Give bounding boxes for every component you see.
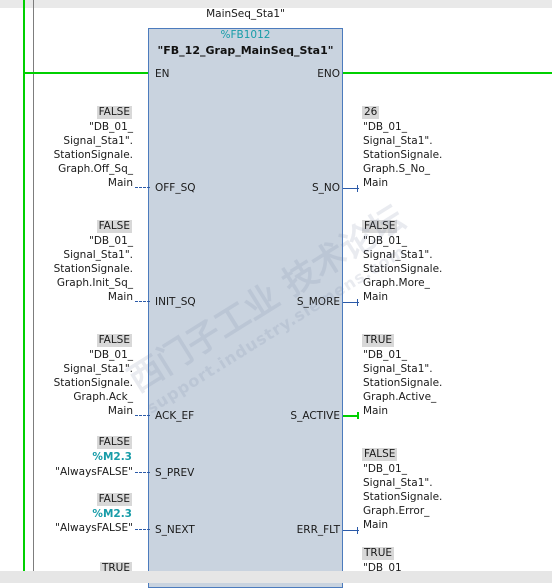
operand-line: Main — [363, 177, 389, 189]
pin-s-prev[interactable]: S_PREV — [155, 467, 195, 479]
operand-line: "DB_01_ — [89, 235, 133, 247]
input-value-s-prev: FALSE — [96, 436, 132, 449]
output-value-s-no: 26 — [362, 106, 380, 119]
operand-line: Signal_Sta1". — [63, 135, 133, 147]
input-value-s-next: FALSE — [96, 493, 132, 506]
operand-line: "DB_01_ — [89, 121, 133, 133]
input-value-ack-ef: FALSE — [96, 334, 132, 347]
operand-line: "AlwaysFALSE" — [55, 466, 133, 478]
pin-s-more[interactable]: S_MORE — [296, 296, 340, 308]
operand-line: Signal_Sta1". — [363, 363, 433, 375]
operand-line: StationSignale. — [363, 149, 443, 161]
input-operand-ack-ef[interactable]: "DB_01_ Signal_Sta1". StationSignale. Gr… — [54, 348, 133, 418]
operand-line: StationSignale. — [363, 263, 443, 275]
operand-line: Graph.Active_ — [363, 391, 437, 403]
pin-off-sq[interactable]: OFF_SQ — [155, 182, 196, 194]
instance-db-name[interactable]: MainSeq_Sta1" — [206, 8, 285, 20]
operand-line: Signal_Sta1". — [363, 135, 433, 147]
operand-line: Signal_Sta1". — [63, 249, 133, 261]
bottom-scroll-strip[interactable] — [0, 571, 552, 583]
operand-line: Signal_Sta1". — [63, 363, 133, 375]
pin-ack-ef[interactable]: ACK_EF — [155, 410, 195, 422]
pin-init-sq[interactable]: INIT_SQ — [155, 296, 196, 308]
block-name[interactable]: "FB_12_Grap_MainSeq_Sta1" — [157, 44, 334, 57]
output-wire-s-no — [343, 188, 359, 189]
operand-line: "DB_01_ — [363, 235, 407, 247]
pin-en[interactable]: EN — [155, 68, 170, 80]
operand-line: "DB_01_ — [363, 349, 407, 361]
operand-line: Graph.Init_Sq_ — [56, 277, 133, 289]
input-address-s-next[interactable]: %M2.3 — [92, 508, 132, 520]
top-scroll-strip — [0, 0, 552, 8]
output-operand-s-more[interactable]: "DB_01_ Signal_Sta1". StationSignale. Gr… — [363, 234, 442, 304]
operand-line: StationSignale. — [363, 491, 443, 503]
output-operand-s-active[interactable]: "DB_01_ Signal_Sta1". StationSignale. Gr… — [363, 348, 442, 418]
output-tick-s-active — [357, 412, 359, 419]
input-value-init-sq: FALSE — [96, 220, 132, 233]
operand-line: "AlwaysFALSE" — [55, 522, 133, 534]
input-operand-s-next[interactable]: "AlwaysFALSE" — [55, 521, 133, 535]
input-wire-s-next — [135, 529, 150, 530]
input-address-s-prev[interactable]: %M2.3 — [92, 451, 132, 463]
input-wire-s-prev — [135, 472, 150, 473]
operand-line: "DB_01_ — [89, 349, 133, 361]
power-rail — [23, 0, 25, 571]
output-tick-s-more — [357, 299, 358, 306]
block-number: %FB1012 — [220, 29, 271, 41]
output-wire-s-active — [343, 415, 359, 417]
input-operand-s-prev[interactable]: "AlwaysFALSE" — [55, 465, 133, 479]
function-block[interactable] — [148, 28, 343, 588]
operand-line: "DB_01_ — [363, 463, 407, 475]
operand-line: StationSignale. — [53, 263, 133, 275]
operand-line: "DB_01_ — [363, 121, 407, 133]
input-wire-off-sq — [135, 187, 150, 188]
eno-wire — [343, 72, 552, 74]
pin-s-active[interactable]: S_ACTIVE — [290, 410, 340, 422]
operand-line: StationSignale. — [53, 149, 133, 161]
network-boundary — [33, 0, 34, 571]
input-operand-off-sq[interactable]: "DB_01_ Signal_Sta1". StationSignale. Gr… — [54, 120, 133, 190]
output-operand-err-flt[interactable]: "DB_01_ Signal_Sta1". StationSignale. Gr… — [363, 462, 442, 532]
operand-line: Graph.Off_Sq_ — [58, 163, 133, 175]
operand-line: Main — [107, 177, 133, 189]
en-wire — [25, 72, 148, 74]
operand-line: Main — [107, 405, 133, 417]
operand-line: Main — [363, 291, 389, 303]
operand-line: Graph.Error_ — [363, 505, 430, 517]
input-wire-init-sq — [135, 301, 150, 302]
operand-line: Signal_Sta1". — [363, 477, 433, 489]
operand-line: Main — [363, 405, 389, 417]
output-value-next: TRUE — [362, 547, 395, 560]
output-value-s-active: TRUE — [362, 334, 395, 347]
output-operand-s-no[interactable]: "DB_01_ Signal_Sta1". StationSignale. Gr… — [363, 120, 442, 190]
output-wire-err-flt — [343, 530, 359, 531]
input-value-off-sq: FALSE — [96, 106, 132, 119]
operand-line: Signal_Sta1". — [363, 249, 433, 261]
pin-s-no[interactable]: S_NO — [311, 182, 340, 194]
pin-err-flt[interactable]: ERR_FLT — [296, 524, 340, 536]
operand-line: Graph.S_No_ — [363, 163, 430, 175]
operand-line: StationSignale. — [363, 377, 443, 389]
output-value-s-more: FALSE — [362, 220, 398, 233]
input-wire-ack-ef — [135, 415, 150, 416]
operand-line: StationSignale. — [53, 377, 133, 389]
output-tick-s-no — [357, 185, 358, 192]
operand-line: Graph.More_ — [363, 277, 430, 289]
output-tick-err-flt — [357, 527, 358, 534]
pin-eno[interactable]: ENO — [317, 68, 340, 80]
operand-line: Main — [363, 519, 389, 531]
pin-s-next[interactable]: S_NEXT — [155, 524, 195, 536]
operand-line: Main — [107, 291, 133, 303]
input-operand-init-sq[interactable]: "DB_01_ Signal_Sta1". StationSignale. Gr… — [54, 234, 133, 304]
output-wire-s-more — [343, 302, 359, 303]
output-value-err-flt: FALSE — [362, 448, 398, 461]
operand-line: Graph.Ack_ — [73, 391, 133, 403]
